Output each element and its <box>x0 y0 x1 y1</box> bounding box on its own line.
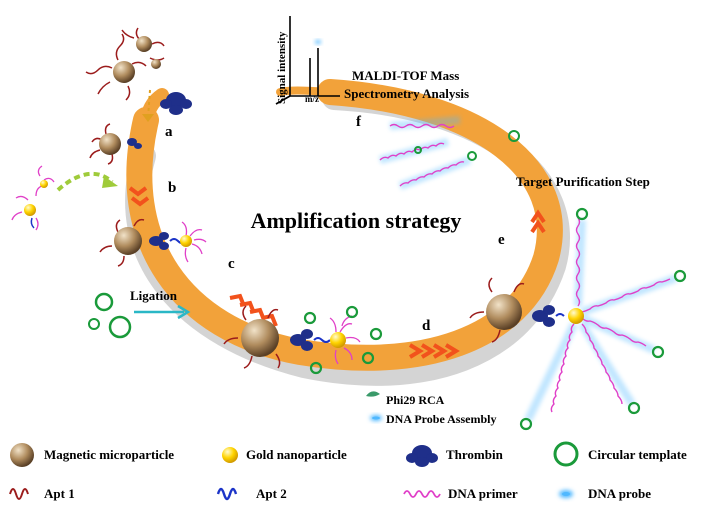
step-label-a: a <box>165 124 173 140</box>
step-label-d: d <box>422 318 431 334</box>
chevron <box>261 313 278 327</box>
circular-template-icon <box>553 441 579 467</box>
ligation-label: Ligation <box>130 288 178 303</box>
probe-assembly-icon <box>370 415 382 421</box>
legend-probe: DNA probe <box>559 486 651 501</box>
magnetic-bead <box>136 36 152 52</box>
complex-d <box>223 305 383 375</box>
step-label-c: c <box>228 256 235 272</box>
legend-label: Circular template <box>588 447 687 462</box>
legend-apt1: Apt 1 <box>9 486 75 501</box>
legend-magnetic: Magnetic microparticle <box>10 443 174 467</box>
amplified-strands <box>524 217 678 422</box>
gold-nanoparticle <box>568 308 584 324</box>
apt1-icon <box>9 488 29 500</box>
legend-circular: Circular template <box>553 441 687 467</box>
dashed-arrow <box>56 171 114 192</box>
apt2-icon <box>216 487 238 501</box>
legend-primer: DNA primer <box>403 486 518 501</box>
purification-label: Target Purification Step <box>516 174 650 189</box>
step-label-b: b <box>168 180 176 196</box>
dotted-arrow <box>147 89 151 119</box>
chevron <box>249 307 266 321</box>
chevron <box>408 343 424 359</box>
legend-label: Magnetic microparticle <box>44 447 174 462</box>
chevron <box>444 343 460 359</box>
ms-axis-depth <box>275 95 291 105</box>
ms-caption-line1: MALDI-TOF Mass <box>352 68 459 83</box>
legend: Magnetic microparticle Gold nanoparticle… <box>9 441 687 501</box>
circular-templates-ligation <box>88 292 132 339</box>
gold-nanoparticle <box>330 332 346 348</box>
rca-label: Phi29 RCA <box>386 393 445 407</box>
legend-label: DNA primer <box>448 486 518 501</box>
arrowhead <box>102 176 118 188</box>
chevron <box>128 186 148 197</box>
magnetic-bead-icon <box>10 443 34 467</box>
magnetic-bead <box>241 319 279 357</box>
ms-caption-line2: Spectrometry Analysis <box>344 86 469 101</box>
chevron <box>530 209 546 224</box>
legend-label: Apt 1 <box>44 486 75 501</box>
probe-assembly-label: DNA Probe Assembly <box>386 412 496 426</box>
gold-nanoparticle <box>24 204 36 216</box>
legend-label: Gold nanoparticle <box>246 447 347 462</box>
legend-apt2: Apt 2 <box>216 486 287 501</box>
arrowhead <box>177 304 191 320</box>
magnetic-bead <box>114 227 142 255</box>
thrombin-icon <box>406 445 438 467</box>
ms-ylabel: Signal intensity <box>276 31 288 104</box>
magnetic-bead <box>113 61 135 83</box>
bead-cluster-start <box>85 27 165 101</box>
legend-label: DNA probe <box>588 486 651 501</box>
legend-label: Thrombin <box>446 447 504 462</box>
rca-icon <box>366 391 380 397</box>
gold-np-free <box>11 165 55 231</box>
complex-c <box>99 218 207 267</box>
magnetic-bead <box>151 59 161 69</box>
arrowhead <box>142 114 154 122</box>
magnetic-bead <box>99 133 121 155</box>
chevron <box>432 343 448 359</box>
complex-e <box>469 207 687 431</box>
legend-label: Apt 2 <box>256 486 287 501</box>
ms-xlabel: m/z <box>305 94 319 104</box>
legend-gold: Gold nanoparticle <box>222 447 347 463</box>
chevron <box>130 196 150 207</box>
thrombin-free <box>160 92 192 115</box>
gold-nanoparticle <box>40 180 48 188</box>
ms-spectrum-plot <box>275 16 340 105</box>
legend-thrombin: Thrombin <box>406 445 504 467</box>
purified-strands <box>378 116 520 190</box>
bead-thrombin-a <box>89 123 142 165</box>
gold-nanoparticle <box>180 235 192 247</box>
step-label-f: f <box>356 114 362 130</box>
track-chevrons <box>128 186 546 359</box>
gold-nanoparticle-icon <box>222 447 238 463</box>
chevron <box>530 219 546 234</box>
magnetic-bead <box>486 294 522 330</box>
chevron <box>420 343 436 359</box>
step-label-e: e <box>498 232 505 248</box>
diagram-title: Amplification strategy <box>251 208 462 233</box>
primer-icon <box>403 490 441 498</box>
